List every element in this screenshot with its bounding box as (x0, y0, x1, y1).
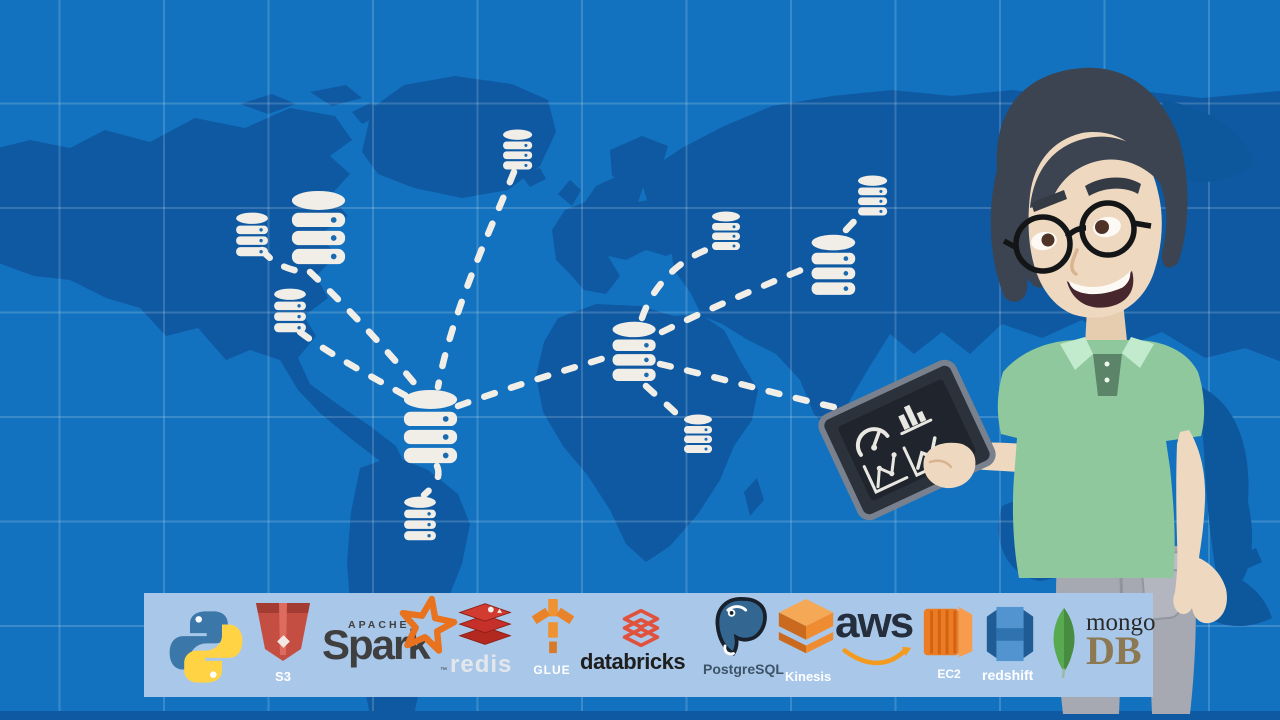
gauge-hub (871, 444, 878, 451)
tech-logo-banner: S3 APACHE Spark ™ redis GLUE (144, 593, 1156, 697)
postgresql-logo: PostgreSQL (703, 595, 789, 690)
spark-star-icon (399, 595, 458, 654)
databricks-logo: databricks (580, 607, 702, 687)
redshift-logo: redshift (980, 605, 1042, 695)
glue-label: GLUE (533, 663, 571, 677)
aws-label: aws (835, 598, 914, 647)
mongodb-logo: mongo DB (1046, 603, 1156, 688)
postgresql-label: PostgreSQL (703, 661, 784, 677)
redis-stack-icon (458, 603, 512, 645)
connection-line (296, 328, 412, 401)
aws-logo: aws (835, 601, 919, 681)
continent-europe (520, 136, 698, 294)
presenter-character (818, 67, 1227, 714)
eyes (1031, 216, 1121, 251)
python-icon (169, 611, 243, 683)
shirt-button (1104, 361, 1110, 367)
connection-line (306, 268, 424, 394)
connection-line (638, 246, 710, 322)
spark-trademark: ™ (440, 667, 447, 674)
nose (1070, 248, 1079, 276)
gauge-needle (871, 430, 881, 449)
connection-line (656, 360, 842, 412)
redshift-label: redshift (982, 667, 1034, 683)
s3-logo: S3 (248, 597, 318, 692)
continent-antarctica-strip (0, 711, 1280, 720)
eyebrow-right (1085, 177, 1141, 196)
aws-smile-icon (842, 646, 912, 666)
s3-bucket-icon (256, 603, 310, 661)
arctic-islands (240, 85, 382, 124)
character-shadow (1162, 100, 1272, 627)
mongodb-leaf-icon (1053, 607, 1075, 679)
redshift-icon (986, 606, 1034, 662)
hair-fringe (1030, 136, 1161, 208)
connection-lines (258, 168, 867, 499)
mongodb-label-top: mongo (1086, 609, 1156, 636)
kinesis-label: Kinesis (785, 669, 832, 684)
postgresql-elephant-icon (715, 596, 767, 656)
thumb-line (928, 459, 953, 469)
gauge-icon (855, 427, 890, 457)
polo-shirt (997, 340, 1205, 578)
databricks-label: databricks (580, 649, 686, 674)
kinesis-icon (778, 598, 834, 654)
databricks-icon (622, 608, 660, 648)
mouth (1066, 270, 1134, 308)
collar-right (1122, 337, 1154, 368)
shirt-placket (1093, 354, 1122, 396)
glue-logo: GLUE (522, 597, 582, 692)
redis-logo: redis (450, 601, 520, 691)
glasses-icon (1002, 200, 1152, 274)
ec2-logo: EC2 (920, 601, 978, 691)
connection-line (454, 353, 612, 410)
scatter-chart-icon (862, 452, 909, 494)
apache-label: APACHE (348, 619, 410, 631)
bar-chart-icon (898, 404, 933, 436)
ec2-icon (923, 606, 973, 658)
right-arm (1173, 430, 1227, 624)
redis-label: redis (450, 651, 513, 678)
apache-spark-logo: APACHE Spark ™ (320, 595, 460, 695)
connection-line (420, 462, 442, 499)
connection-line (434, 168, 518, 391)
mongodb-label-bottom: DB (1086, 628, 1142, 673)
connection-line (842, 208, 867, 234)
connection-line (642, 382, 685, 422)
continent-africa (536, 304, 764, 562)
s3-label: S3 (275, 669, 291, 684)
connection-line (658, 264, 810, 336)
eyebrow-left (1031, 190, 1067, 212)
glue-icon (531, 599, 575, 654)
collar-left (1060, 337, 1093, 370)
kinesis-logo: Kinesis (771, 597, 841, 692)
ec2-label: EC2 (937, 667, 961, 681)
shirt-button (1104, 377, 1110, 383)
python-logo (166, 607, 246, 687)
